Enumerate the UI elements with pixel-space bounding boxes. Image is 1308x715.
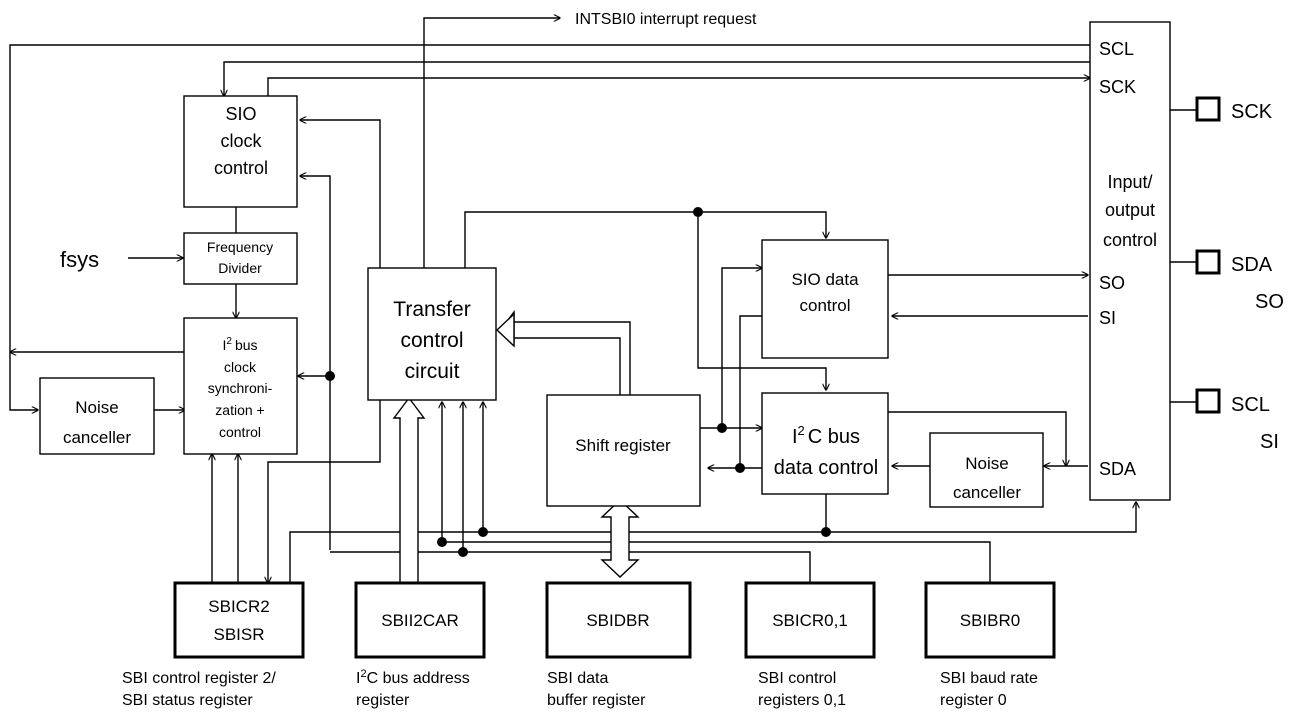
- register-caption-1: SBI baud rate: [940, 670, 1038, 687]
- register-sbidbr: SBIDBR SBI data buffer register: [545, 581, 692, 709]
- junction-dot: [325, 371, 335, 381]
- noise-canceller-left-block: Noise canceller: [39, 377, 155, 455]
- register-name-line-1: SBICR2: [208, 597, 269, 616]
- interrupt-request-label: INTSBI0 interrupt request: [575, 11, 757, 28]
- fsys-label: fsys: [60, 247, 99, 272]
- junction-dot: [735, 463, 745, 473]
- register-caption-1: SBI data: [547, 670, 608, 687]
- junction-dot: [437, 537, 447, 547]
- junction-dot: [693, 207, 703, 217]
- register-sbibr0: SBIBR0 SBI baud rate register 0: [924, 581, 1056, 709]
- i2c-clock-label-5: control: [219, 424, 261, 440]
- i2c-clock-label-4: zation +: [215, 402, 264, 418]
- frequency-divider-block: Frequency Divider: [183, 232, 298, 285]
- junction-dot: [478, 527, 488, 537]
- sio-data-label-1: SIO data: [791, 270, 859, 289]
- io-so-label: SO: [1099, 273, 1125, 293]
- i2c-clock-label-3: synchroni-: [208, 380, 273, 396]
- junctions: [325, 207, 831, 557]
- io-si-label: SI: [1099, 308, 1116, 328]
- pin-so-label: SO: [1255, 291, 1284, 313]
- register-name-line-2: SBISR: [213, 625, 264, 644]
- io-sck-label: SCK: [1099, 77, 1136, 97]
- shift-register-label: Shift register: [575, 436, 671, 455]
- freq-div-label-1: Frequency: [207, 239, 273, 255]
- register-name-line-1: SBIBR0: [960, 611, 1020, 630]
- sio-clock-label-2: clock: [220, 131, 262, 151]
- register-caption-1: I2C bus address: [356, 668, 470, 687]
- register-name-line-1: SBIDBR: [586, 611, 649, 630]
- sio-clock-control-block: SIO clock control: [183, 95, 298, 208]
- transfer-label-1: Transfer: [393, 298, 470, 321]
- pin-sck: SCK: [1195, 96, 1273, 123]
- wiring: [9, 18, 1196, 583]
- pin-sda-square: [1195, 249, 1221, 275]
- transfer-control-circuit-block: Transfer control circuit: [367, 267, 497, 401]
- transfer-label-2: control: [400, 329, 463, 352]
- noise-right-label-2: canceller: [953, 483, 1021, 502]
- register-name-line-1: SBICR0,1: [772, 611, 848, 630]
- i2c-clock-label-2: clock: [224, 359, 257, 375]
- sio-data-control-block: SIO data control: [761, 239, 889, 359]
- io-title-1: Input/: [1107, 172, 1152, 192]
- freq-div-label-2: Divider: [218, 260, 262, 276]
- register-caption-2: SBI status register: [122, 692, 253, 709]
- register-caption-1: SBI control register 2/: [122, 670, 276, 687]
- pin-si-label: SI: [1260, 431, 1279, 453]
- io-title-3: control: [1103, 230, 1157, 250]
- register-sbii2car: SBII2CAR I2C bus address register: [354, 581, 486, 709]
- i2c-data-label-2: data control: [774, 457, 879, 479]
- pin-scl-square: [1195, 388, 1221, 414]
- io-scl-label: SCL: [1099, 39, 1134, 59]
- transfer-label-3: circuit: [405, 360, 460, 383]
- register-sbicr01: SBICR0,1 SBI control registers 0,1: [744, 581, 876, 709]
- noise-left-label-2: canceller: [63, 428, 131, 447]
- register-sbicr2-sbisr: SBICR2 SBISR SBI control register 2/ SBI…: [122, 581, 305, 709]
- pin-sck-label: SCK: [1231, 101, 1273, 123]
- shift-register-block: Shift register: [546, 394, 701, 507]
- pin-scl-label: SCL: [1231, 394, 1270, 416]
- register-caption-2: buffer register: [547, 692, 646, 709]
- sio-clock-label-3: control: [214, 158, 268, 178]
- register-caption-2: register 0: [940, 692, 1007, 709]
- register-name-line-1: SBII2CAR: [381, 611, 458, 630]
- junction-dot: [458, 547, 468, 557]
- sio-data-label-2: control: [799, 296, 850, 315]
- buses: [392, 309, 640, 583]
- io-sda-label: SDA: [1099, 459, 1136, 479]
- register-caption-2: registers 0,1: [758, 692, 846, 709]
- pin-scl-si: SCL SI: [1195, 388, 1279, 453]
- shift-to-transfer-bus: [497, 309, 631, 395]
- noise-right-label-1: Noise: [965, 454, 1008, 473]
- noise-canceller-right-block: Noise canceller: [929, 432, 1044, 508]
- junction-dot: [821, 527, 831, 537]
- register-caption-2: register: [356, 692, 410, 709]
- register-caption-1: SBI control: [758, 670, 836, 687]
- io-title-2: output: [1105, 200, 1155, 220]
- pin-sda-label: SDA: [1231, 254, 1273, 276]
- pin-sda-so: SDA SO: [1195, 249, 1284, 313]
- shift-sbidbr-bus: [600, 499, 640, 578]
- sio-clock-label-1: SIO: [225, 104, 256, 124]
- input-output-control-block: SCL SCK Input/ output control SO SI SDA: [1089, 21, 1171, 501]
- sbii2car-to-transfer-bus: [392, 396, 426, 583]
- junction-dot: [717, 423, 727, 433]
- noise-left-label-1: Noise: [75, 398, 118, 417]
- pin-sck-square: [1195, 96, 1221, 122]
- shift-to-transfer-arrowhead: [495, 312, 515, 348]
